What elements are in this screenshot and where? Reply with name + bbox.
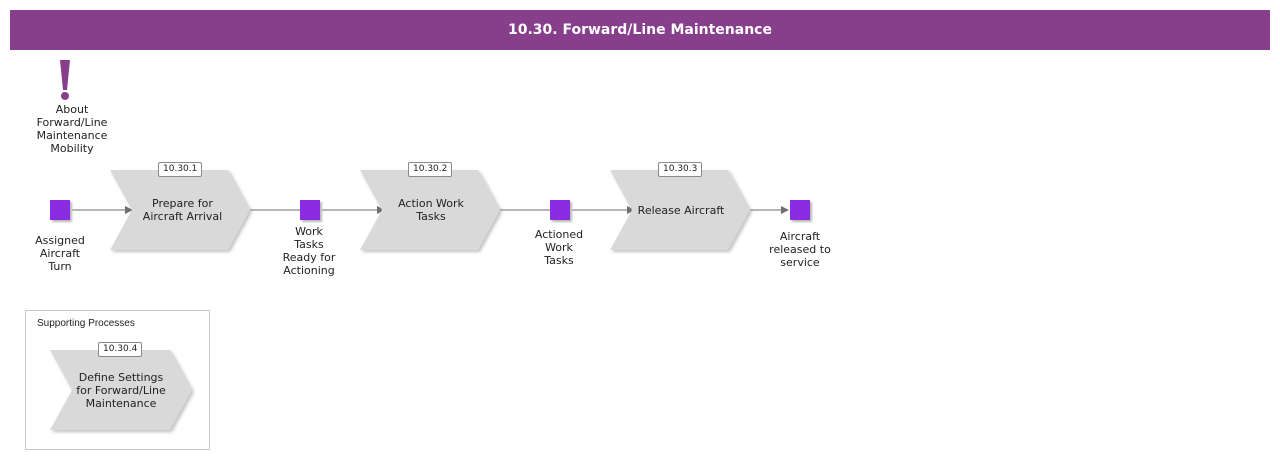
process-chevron-3[interactable] [610, 170, 750, 250]
event-assigned-aircraft-turn[interactable] [50, 200, 70, 220]
process-chevron-2[interactable] [360, 170, 500, 250]
event-actioned-work-tasks[interactable] [550, 200, 570, 220]
process-chevron-1[interactable] [110, 170, 250, 250]
process-id-badge: 10.30.4 [98, 342, 143, 357]
process-id-badge: 10.30.3 [658, 162, 703, 177]
process-label: Define Settings for Forward/Line Mainten… [76, 370, 166, 410]
event-label: Assigned Aircraft Turn [35, 234, 85, 273]
process-label: Release Aircraft [637, 203, 725, 217]
process-id-badge: 10.30.2 [408, 162, 453, 177]
event-aircraft-released[interactable] [790, 200, 810, 220]
exclamation-icon [60, 60, 70, 100]
process-label: Action Work Tasks [398, 197, 464, 223]
process-id-badge: 10.30.1 [158, 162, 203, 177]
event-label: Aircraft released to service [769, 230, 831, 269]
process-chevron-4[interactable] [50, 350, 192, 430]
event-label: Work Tasks Ready for Actioning [282, 225, 336, 277]
supporting-processes-title: Supporting Processes [37, 318, 135, 329]
page-title: 10.30. Forward/Line Maintenance [10, 10, 1270, 50]
supporting-processes-panel [25, 310, 210, 450]
event-work-tasks-ready[interactable] [300, 200, 320, 220]
event-label: Actioned Work Tasks [534, 228, 584, 267]
process-label: Prepare for Aircraft Arrival [142, 197, 223, 223]
about-label[interactable]: About Forward/Line Maintenance Mobility [36, 103, 108, 155]
